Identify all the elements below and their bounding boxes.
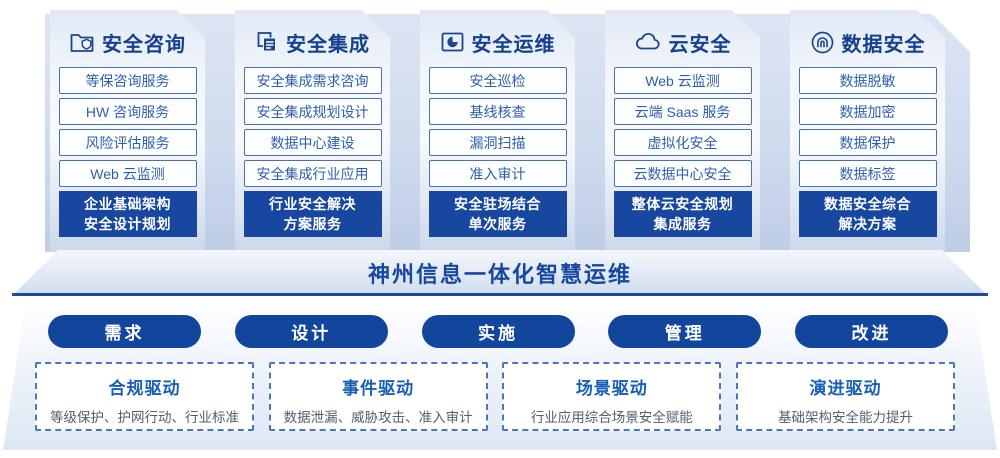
process-steps: 需求 设计 实施 管理 改进: [48, 315, 948, 348]
service-item: Web 云监测: [614, 67, 752, 94]
service-list: 等保咨询服务 HW 咨询服务 风险评估服务 Web 云监测: [50, 67, 205, 187]
driver-title: 场景驱动: [575, 379, 648, 398]
service-item: 数据中心建设: [244, 129, 382, 156]
driver-box-evolution: 演进驱动 基础架构安全能力提升: [735, 362, 955, 431]
driver-desc: 数据泄漏、威胁攻击、准入审计: [283, 410, 473, 425]
card-title: 云安全: [668, 33, 732, 56]
service-list: 数据脱敏 数据加密 数据保护 数据标签: [790, 67, 945, 187]
driver-title: 合规驱动: [108, 379, 181, 398]
driver-desc: 等级保护、护网行动、行业标准: [50, 410, 239, 425]
process-step-pill: 设计: [234, 315, 388, 348]
card-title: 数据安全: [841, 33, 926, 56]
banner-underline: [12, 293, 988, 296]
card-title: 安全集成: [286, 33, 370, 56]
driver-title: 事件驱动: [342, 379, 415, 398]
service-item: 数据脱敏: [799, 67, 937, 94]
service-item: Web 云监测: [59, 160, 197, 187]
service-item: 安全集成规划设计: [244, 98, 382, 125]
driver-desc: 行业应用综合场景安全赋能: [530, 410, 693, 425]
highlight-service: 企业基础架构 安全设计规划: [59, 191, 197, 237]
service-card-data-security: 数据安全 数据脱敏 数据加密 数据保护 数据标签 数据安全综合 解决方案: [790, 10, 945, 252]
service-item: 准入审计: [429, 160, 567, 187]
service-item: 安全集成行业应用: [244, 160, 382, 187]
cloud-icon: [634, 31, 662, 53]
service-item: 数据加密: [799, 98, 937, 125]
driver-desc: 基础架构安全能力提升: [777, 410, 913, 425]
service-item: 基线核查: [429, 98, 567, 125]
driver-box-scenario: 场景驱动 行业应用综合场景安全赋能: [502, 362, 722, 431]
platform-banner: 神州信息一体化智慧运维: [13, 250, 987, 295]
service-item: 云数据中心安全: [614, 160, 752, 187]
service-item: 数据保护: [799, 129, 937, 156]
service-item: 风险评估服务: [59, 129, 197, 156]
service-item: 云端 Saas 服务: [614, 98, 752, 125]
copy-doc-icon: [255, 30, 279, 54]
card-header: 数据安全: [790, 27, 945, 57]
service-card-security-consulting: 安全咨询 等保咨询服务 HW 咨询服务 风险评估服务 Web 云监测 企业基础架…: [50, 10, 205, 252]
folder-chart-icon: [440, 30, 465, 54]
service-list: 安全集成需求咨询 安全集成规划设计 数据中心建设 安全集成行业应用: [235, 67, 390, 187]
fingerprint-icon: [810, 30, 835, 55]
service-item: HW 咨询服务: [59, 98, 197, 125]
service-item: 漏洞扫描: [429, 129, 567, 156]
highlight-service: 整体云安全规划 集成服务: [614, 191, 752, 237]
card-header: 安全咨询: [50, 27, 205, 57]
driver-title: 演进驱动: [809, 379, 882, 398]
service-list: 安全巡检 基线核查 漏洞扫描 准入审计: [420, 67, 575, 187]
driver-boxes: 合规驱动 等级保护、护网行动、行业标准 事件驱动 数据泄漏、威胁攻击、准入审计 …: [35, 362, 955, 431]
service-card-cloud-security: 云安全 Web 云监测 云端 Saas 服务 虚拟化安全 云数据中心安全 整体云…: [605, 10, 760, 252]
process-step-pill: 管理: [608, 315, 762, 348]
service-card-security-integration: 安全集成 安全集成需求咨询 安全集成规划设计 数据中心建设 安全集成行业应用 行…: [235, 10, 390, 252]
card-header: 安全集成: [235, 27, 390, 57]
card-header: 云安全: [605, 27, 760, 57]
service-item: 虚拟化安全: [614, 129, 752, 156]
card-title: 安全运维: [471, 33, 556, 56]
card-title: 安全咨询: [102, 33, 186, 56]
service-item: 等保咨询服务: [59, 67, 197, 94]
folder-shield-icon: [69, 30, 95, 54]
banner-title: 神州信息一体化智慧运维: [367, 261, 632, 287]
process-step-pill: 需求: [48, 315, 201, 348]
process-step-pill: 实施: [421, 315, 575, 348]
highlight-service: 数据安全综合 解决方案: [799, 191, 937, 237]
process-step-pill: 改进: [795, 315, 948, 348]
card-header: 安全运维: [420, 27, 575, 57]
driver-box-compliance: 合规驱动 等级保护、护网行动、行业标准: [35, 362, 254, 431]
service-item: 数据标签: [799, 160, 937, 187]
service-card-security-operations: 安全运维 安全巡检 基线核查 漏洞扫描 准入审计 安全驻场结合 单次服务: [420, 10, 575, 252]
service-list: Web 云监测 云端 Saas 服务 虚拟化安全 云数据中心安全: [605, 67, 760, 187]
service-item: 安全集成需求咨询: [244, 67, 382, 94]
highlight-service: 安全驻场结合 单次服务: [429, 191, 567, 237]
driver-box-incident: 事件驱动 数据泄漏、威胁攻击、准入审计: [268, 362, 488, 431]
service-item: 安全巡检: [429, 67, 567, 94]
highlight-service: 行业安全解决 方案服务: [244, 191, 382, 237]
